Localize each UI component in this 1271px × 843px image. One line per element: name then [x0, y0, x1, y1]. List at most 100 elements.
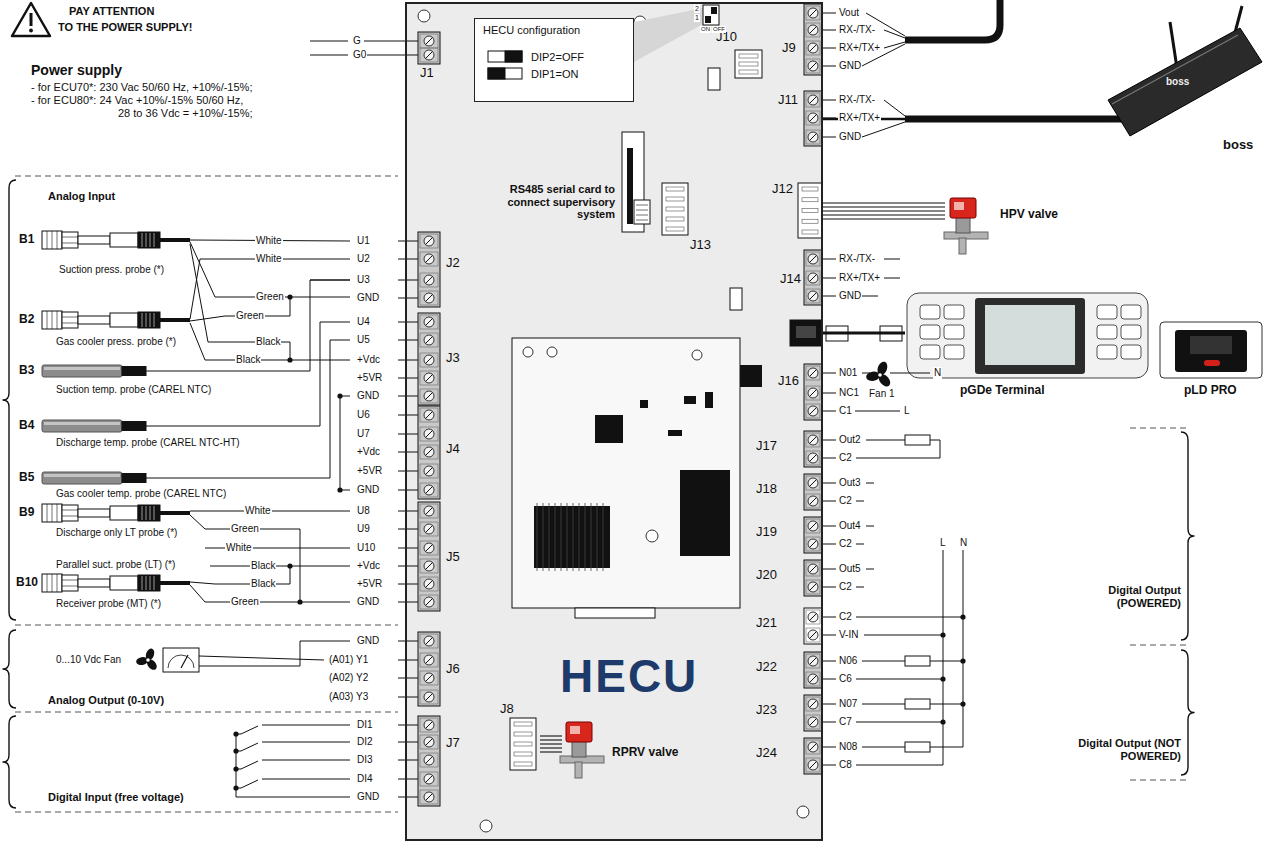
text-label: C1	[838, 405, 853, 417]
text-label: B4	[18, 419, 35, 433]
connector: J17	[752, 429, 822, 469]
text-label: C2	[838, 452, 853, 464]
screw	[424, 50, 434, 60]
wire	[822, 393, 836, 394]
connector	[666, 217, 684, 221]
screw	[424, 774, 434, 784]
text-label: U1	[356, 235, 371, 247]
wire	[884, 30, 905, 38]
connector	[802, 198, 818, 202]
screw	[426, 357, 433, 364]
probe-body	[62, 586, 78, 587]
probe-body	[62, 323, 78, 324]
temperature-probe	[122, 474, 146, 483]
wire	[236, 734, 350, 797]
terminal-button	[944, 305, 964, 319]
boss-device: boss	[1105, 18, 1268, 163]
terminal-block	[804, 431, 822, 467]
junction-dot	[287, 294, 292, 299]
node-label: J21	[756, 616, 777, 631]
text-label: RX-/TX-	[838, 94, 876, 106]
mounting-hole	[480, 820, 492, 832]
screw	[424, 447, 434, 457]
wire	[862, 747, 905, 748]
screw	[424, 543, 434, 553]
probe-body	[146, 506, 147, 520]
chip	[537, 503, 538, 571]
screw	[426, 277, 433, 284]
text-label: C6	[838, 673, 853, 685]
screw	[424, 506, 434, 516]
screw	[810, 10, 817, 17]
text-label: Parallel suct. probe (LT) (*)	[55, 559, 176, 571]
separator-line	[15, 712, 398, 713]
screw	[808, 406, 818, 416]
text-label: OFF	[712, 26, 726, 33]
text-label: White	[244, 505, 272, 517]
screw	[810, 676, 817, 683]
screw	[810, 658, 817, 665]
screw	[808, 132, 818, 142]
dip-switch	[505, 51, 522, 62]
connector: J11	[778, 89, 822, 148]
screw	[424, 792, 434, 802]
connector	[666, 227, 684, 231]
text-label: N	[959, 537, 968, 549]
text-label: N06	[838, 655, 858, 667]
screw	[808, 521, 818, 531]
probe-body	[146, 576, 147, 590]
text-label: TO THE POWER SUPPLY!	[57, 21, 193, 34]
rj-jack	[796, 326, 816, 338]
probe-body	[150, 576, 151, 590]
screw	[424, 466, 434, 476]
probe-body	[138, 232, 160, 248]
terminal-button	[920, 305, 940, 319]
screw	[424, 335, 434, 345]
text-label: GND	[838, 131, 862, 143]
node-label: RS485 serial card to connect supervisory…	[503, 183, 615, 221]
terminal-block	[420, 48, 438, 62]
connector	[514, 752, 532, 756]
temperature-probe	[42, 472, 122, 484]
text-label: N08	[838, 741, 858, 753]
text-label: V-IN	[838, 629, 859, 641]
wire	[262, 779, 350, 780]
wire	[862, 661, 905, 662]
terminal-block	[804, 474, 822, 510]
wire	[866, 440, 905, 441]
screw	[426, 776, 433, 783]
terminal-button	[1121, 305, 1141, 319]
connector	[739, 54, 758, 58]
screw	[424, 673, 434, 683]
valve	[954, 202, 964, 210]
temperature-probe	[44, 474, 120, 477]
screw	[810, 719, 817, 726]
probe-cable	[160, 511, 190, 515]
screw	[426, 722, 433, 729]
screw	[810, 614, 817, 621]
wire	[856, 617, 963, 618]
text-label: Black	[255, 336, 281, 348]
wire	[930, 661, 963, 662]
wire	[398, 415, 418, 416]
cpu-module	[575, 608, 655, 618]
terminal-block	[418, 716, 440, 806]
screw	[810, 523, 817, 530]
junction-dot	[960, 614, 965, 619]
connector: J14	[778, 248, 822, 306]
wire	[398, 298, 418, 299]
switch-symbol	[236, 761, 258, 769]
probe-body	[62, 317, 78, 318]
wire	[398, 259, 418, 260]
terminal-block	[804, 738, 822, 774]
cable-wire	[540, 735, 562, 736]
terminal-block	[420, 234, 438, 248]
wire	[822, 296, 836, 297]
text-label: U9	[356, 523, 371, 535]
text-label: GND	[356, 484, 380, 496]
gauge-symbol	[168, 655, 194, 668]
node-label: J3	[446, 351, 460, 366]
text-label: C7	[838, 716, 853, 728]
connector: J18	[752, 472, 822, 512]
